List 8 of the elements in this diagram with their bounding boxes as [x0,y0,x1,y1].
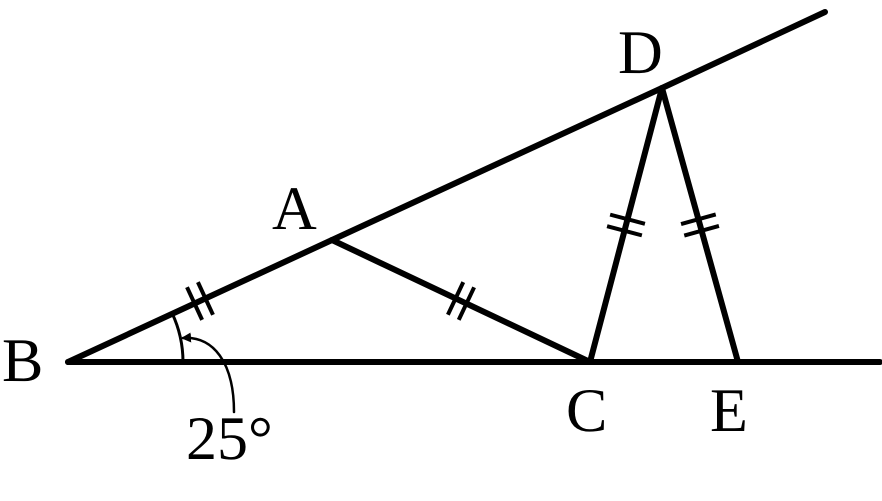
point-label: B [2,330,44,392]
leader-line [181,333,236,414]
point-label: A [272,178,317,240]
point-label: D [618,22,663,84]
point-label: E [710,380,748,442]
line-segment [659,9,828,91]
point-label: C [566,380,608,442]
angle-label: 25° [186,408,273,470]
